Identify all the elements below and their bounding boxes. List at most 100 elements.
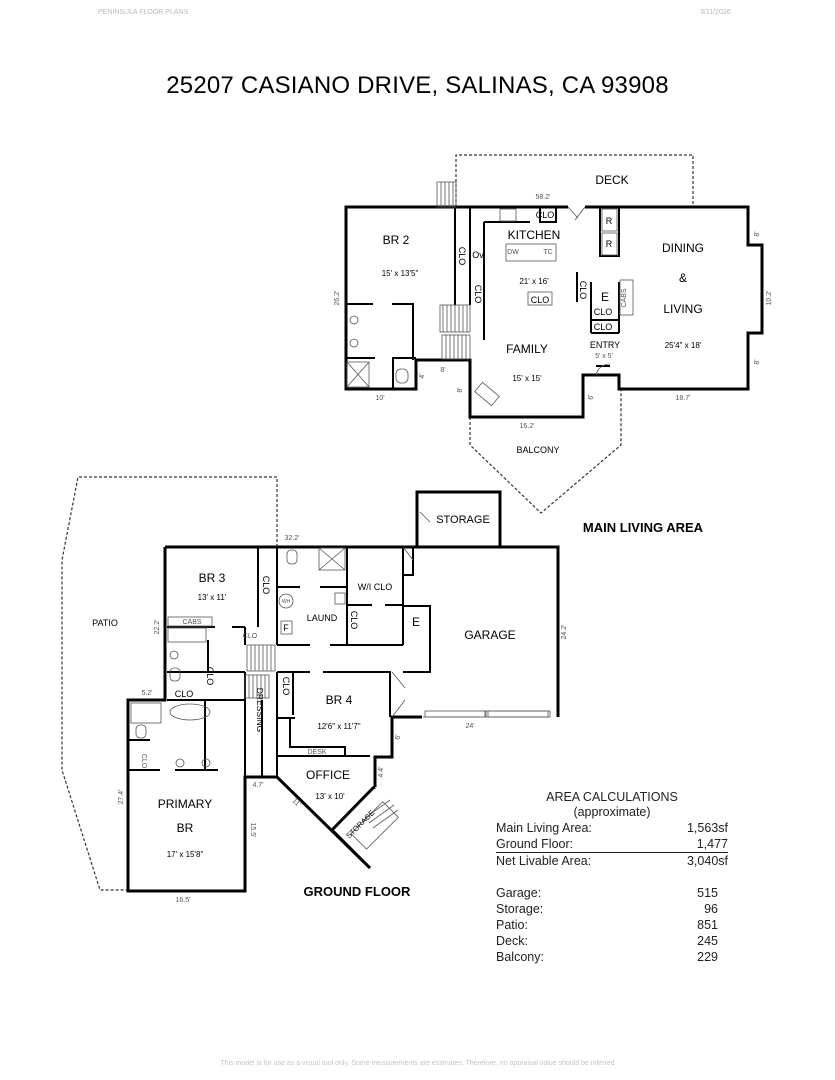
closet-label: CLO [531,295,550,305]
room-br4: BR 4 [326,693,353,707]
room-kitchen: KITCHEN [508,228,561,242]
area-row: Storage:96 [496,901,728,917]
trash-compactor-label: TC [543,249,552,256]
elevator-label: E [601,290,609,304]
refrigerator-1 [601,208,618,232]
room-walk-in-closet: W/I CLO [358,582,393,592]
kitchen-island [505,243,557,262]
dim-18-7: 18.7' [676,395,691,402]
room-living: LIVING [663,302,702,316]
dim-6: 6' [395,734,402,739]
dim-24-2: 24.2' [561,625,568,640]
closet-label: CLO [205,667,215,686]
br4-size: 12'6" x 11'7" [317,722,360,731]
stair-treads [248,675,266,698]
stair-treads [250,645,272,671]
room-family: FAMILY [506,342,548,356]
room-office: OFFICE [306,768,350,782]
stairs-2 [441,334,471,360]
ground-level-plan: PATIO BR 3 13' x 11' LAUND W/I CLO STORA… [61,476,568,904]
sink-icon [349,315,359,325]
fireplace-icon [474,381,500,407]
closet-label: CLO [473,285,483,304]
dim-16-5: 16.5' [176,897,191,904]
page-title: 25207 CASIANO DRIVE, SALINAS, CA 93908 [166,72,669,99]
area-label: Balcony: [496,950,544,964]
dim-r8a: 8' [754,231,761,236]
dim-r8b: 8' [754,359,761,364]
door-swing [391,511,431,718]
stair-treads [442,305,468,332]
sink-icon [201,758,211,768]
ground-exterior-wall [126,545,560,893]
toilet-icon [135,724,147,739]
dim-4-7: 4.7' [252,782,263,789]
toilet-icon [169,667,181,682]
bathtub-icon [167,627,207,643]
area-label: Patio: [496,918,528,932]
room-primary-br: BR [177,821,194,835]
refrigerator-label: R [606,216,613,226]
area-row: Garage:515 [496,885,728,901]
area-value: 229 [697,950,718,964]
water-heater-label: WH [282,599,291,605]
closet-label: CLO [243,633,258,640]
dim-4-4: 4.4' [378,766,385,777]
closet-label: CLO [536,210,555,220]
refrigerator-2 [601,232,618,256]
deck-stairs [436,181,457,208]
area-value: 851 [697,918,718,932]
area-value: 1,563sf [686,821,728,835]
storage-wall [330,785,376,832]
dining-living-amp: & [679,271,687,285]
room-storage: STORAGE [436,514,490,526]
stair-treads [445,335,467,359]
furnace-icon [280,620,293,635]
dim-5-2: 5.2' [141,690,152,697]
closet-label: CLO [457,247,467,266]
room-dressing: DRESSING [255,688,265,732]
sink-icon [349,338,359,348]
refrigerator-label: R [606,239,613,249]
garage-door-panel [487,710,549,718]
dim-10: 10' [375,395,384,402]
shower-icon [318,547,346,571]
oven-label: Ov [472,250,484,260]
area-value: 3,040sf [686,854,728,868]
living-size: 25'4" x 18' [665,341,702,350]
stairs-3 [246,644,276,672]
cooktop-icon [499,208,517,222]
area-label: Net Livable Area: [496,854,592,868]
dim-16: 16.2' [520,423,535,430]
closet-label: CLO [578,281,588,300]
area-subtitle: (approximate) [573,805,651,819]
dishwasher-label: DW [507,249,519,256]
patio-outline [61,476,278,891]
stair-treads [364,799,399,829]
dim-6: 6' [588,394,595,399]
sink-icon [334,592,346,605]
garage-door [423,710,551,718]
dim-right: 10.2' [766,291,773,306]
garage-door-panel [424,710,486,718]
dim-15-5: 15.5' [249,823,256,838]
shower-icon [318,547,346,571]
area-row-total: Net Livable Area: 3,040sf [496,853,728,869]
door-swing [595,363,611,376]
area-value: 515 [697,886,718,900]
closet-label: CLO [594,322,613,332]
cabinets [167,616,213,627]
storage-stairs [350,801,399,850]
dim-8b: 8' [457,387,464,392]
br2-size: 15' x 13'5" [382,269,419,278]
entry-size: 5' x 5' [595,353,613,360]
balcony-outline [469,390,622,514]
shower-icon [346,361,370,388]
room-br3: BR 3 [199,571,226,585]
area-label: Deck: [496,934,528,948]
area-value: 245 [697,934,718,948]
dim-4: 4' [419,373,426,378]
office-size: 13' x 10' [315,792,345,801]
disclaimer-footer: This model is for use as a visual tool o… [220,1060,615,1067]
dim-top: 32.2' [285,535,300,542]
